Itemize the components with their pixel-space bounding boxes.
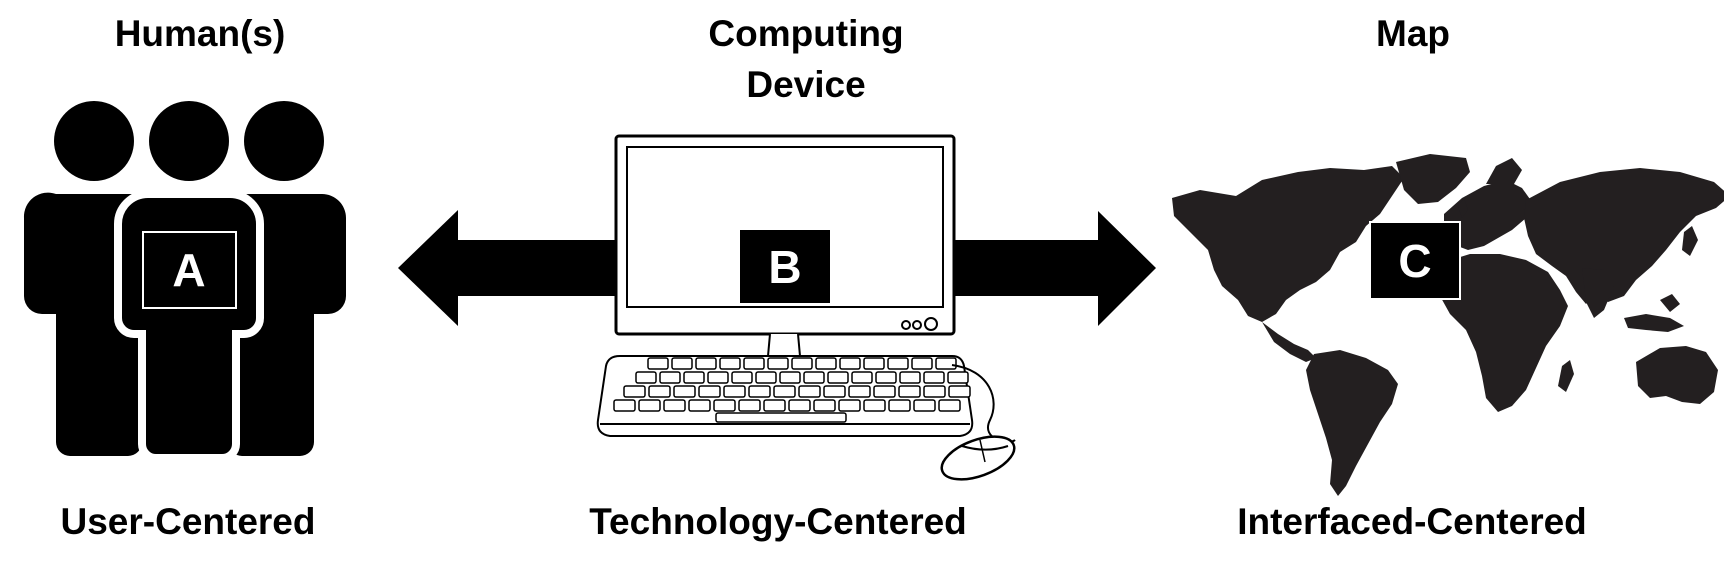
keyboard-key	[613, 399, 636, 412]
keyboard-key	[848, 385, 871, 398]
keyboard-spacebar	[715, 412, 847, 423]
badge-a-label: A	[172, 244, 205, 296]
keyboard-icon	[596, 355, 974, 437]
keyboard-key	[698, 385, 721, 398]
keyboard-key	[898, 385, 921, 398]
keyboard-key	[827, 371, 849, 384]
keyboard-key	[743, 357, 765, 370]
keyboard-key	[948, 385, 971, 398]
keyboard-key	[671, 357, 693, 370]
left-arrow	[398, 210, 617, 326]
keyboard-key	[947, 371, 969, 384]
right-arrow	[946, 211, 1156, 326]
badge-b: B	[740, 230, 830, 303]
keyboard-keys	[613, 357, 971, 423]
keyboard-key	[823, 385, 846, 398]
users-caption: User-Centered	[61, 501, 316, 542]
keyboard-key	[748, 385, 771, 398]
map-caption: Interfaced-Centered	[1237, 501, 1587, 542]
keyboard-key	[863, 399, 886, 412]
computer-title-line2: Device	[746, 64, 865, 105]
keyboard-key	[935, 357, 957, 370]
keyboard-key	[913, 399, 936, 412]
keyboard-key	[663, 399, 686, 412]
keyboard-key	[788, 399, 811, 412]
keyboard-key	[773, 385, 796, 398]
keyboard-key	[707, 371, 729, 384]
keyboard-key	[648, 385, 671, 398]
computer-title-line1: Computing	[708, 13, 903, 54]
computer-caption: Technology-Centered	[589, 501, 967, 542]
map-title: Map	[1376, 13, 1450, 54]
badge-c: C	[1369, 221, 1461, 300]
keyboard-key	[873, 385, 896, 398]
keyboard-key	[647, 357, 669, 370]
keyboard-key	[839, 357, 861, 370]
badge-b-label: B	[768, 241, 801, 293]
keyboard-key	[887, 357, 909, 370]
keyboard-key	[899, 371, 921, 384]
keyboard-key	[803, 371, 825, 384]
keyboard-key	[838, 399, 861, 412]
keyboard-key	[763, 399, 786, 412]
keyboard-key	[719, 357, 741, 370]
keyboard-key	[713, 399, 736, 412]
keyboard-key	[688, 399, 711, 412]
keyboard-key	[738, 399, 761, 412]
keyboard-key	[723, 385, 746, 398]
keyboard-key	[813, 399, 836, 412]
keyboard-key	[638, 399, 661, 412]
keyboard-key	[863, 357, 885, 370]
keyboard-key	[938, 399, 961, 412]
keyboard-key	[791, 357, 813, 370]
keyboard-key	[635, 371, 657, 384]
keyboard-key	[623, 385, 646, 398]
keyboard-key	[767, 357, 789, 370]
keyboard-key	[923, 371, 945, 384]
world-map-icon	[1172, 154, 1724, 496]
keyboard-key	[798, 385, 821, 398]
badge-c-label: C	[1398, 235, 1431, 287]
badge-a: A	[142, 231, 237, 309]
keyboard-key	[731, 371, 753, 384]
keyboard-key	[673, 385, 696, 398]
keyboard-key	[695, 357, 717, 370]
keyboard-key	[659, 371, 681, 384]
keyboard-key	[875, 371, 897, 384]
keyboard-key	[779, 371, 801, 384]
keyboard-key	[851, 371, 873, 384]
users-title: Human(s)	[115, 13, 286, 54]
keyboard-key	[923, 385, 946, 398]
keyboard-key	[911, 357, 933, 370]
mouse-icon	[940, 435, 1016, 481]
keyboard-key	[683, 371, 705, 384]
keyboard-key	[755, 371, 777, 384]
keyboard-key	[815, 357, 837, 370]
keyboard-key	[888, 399, 911, 412]
